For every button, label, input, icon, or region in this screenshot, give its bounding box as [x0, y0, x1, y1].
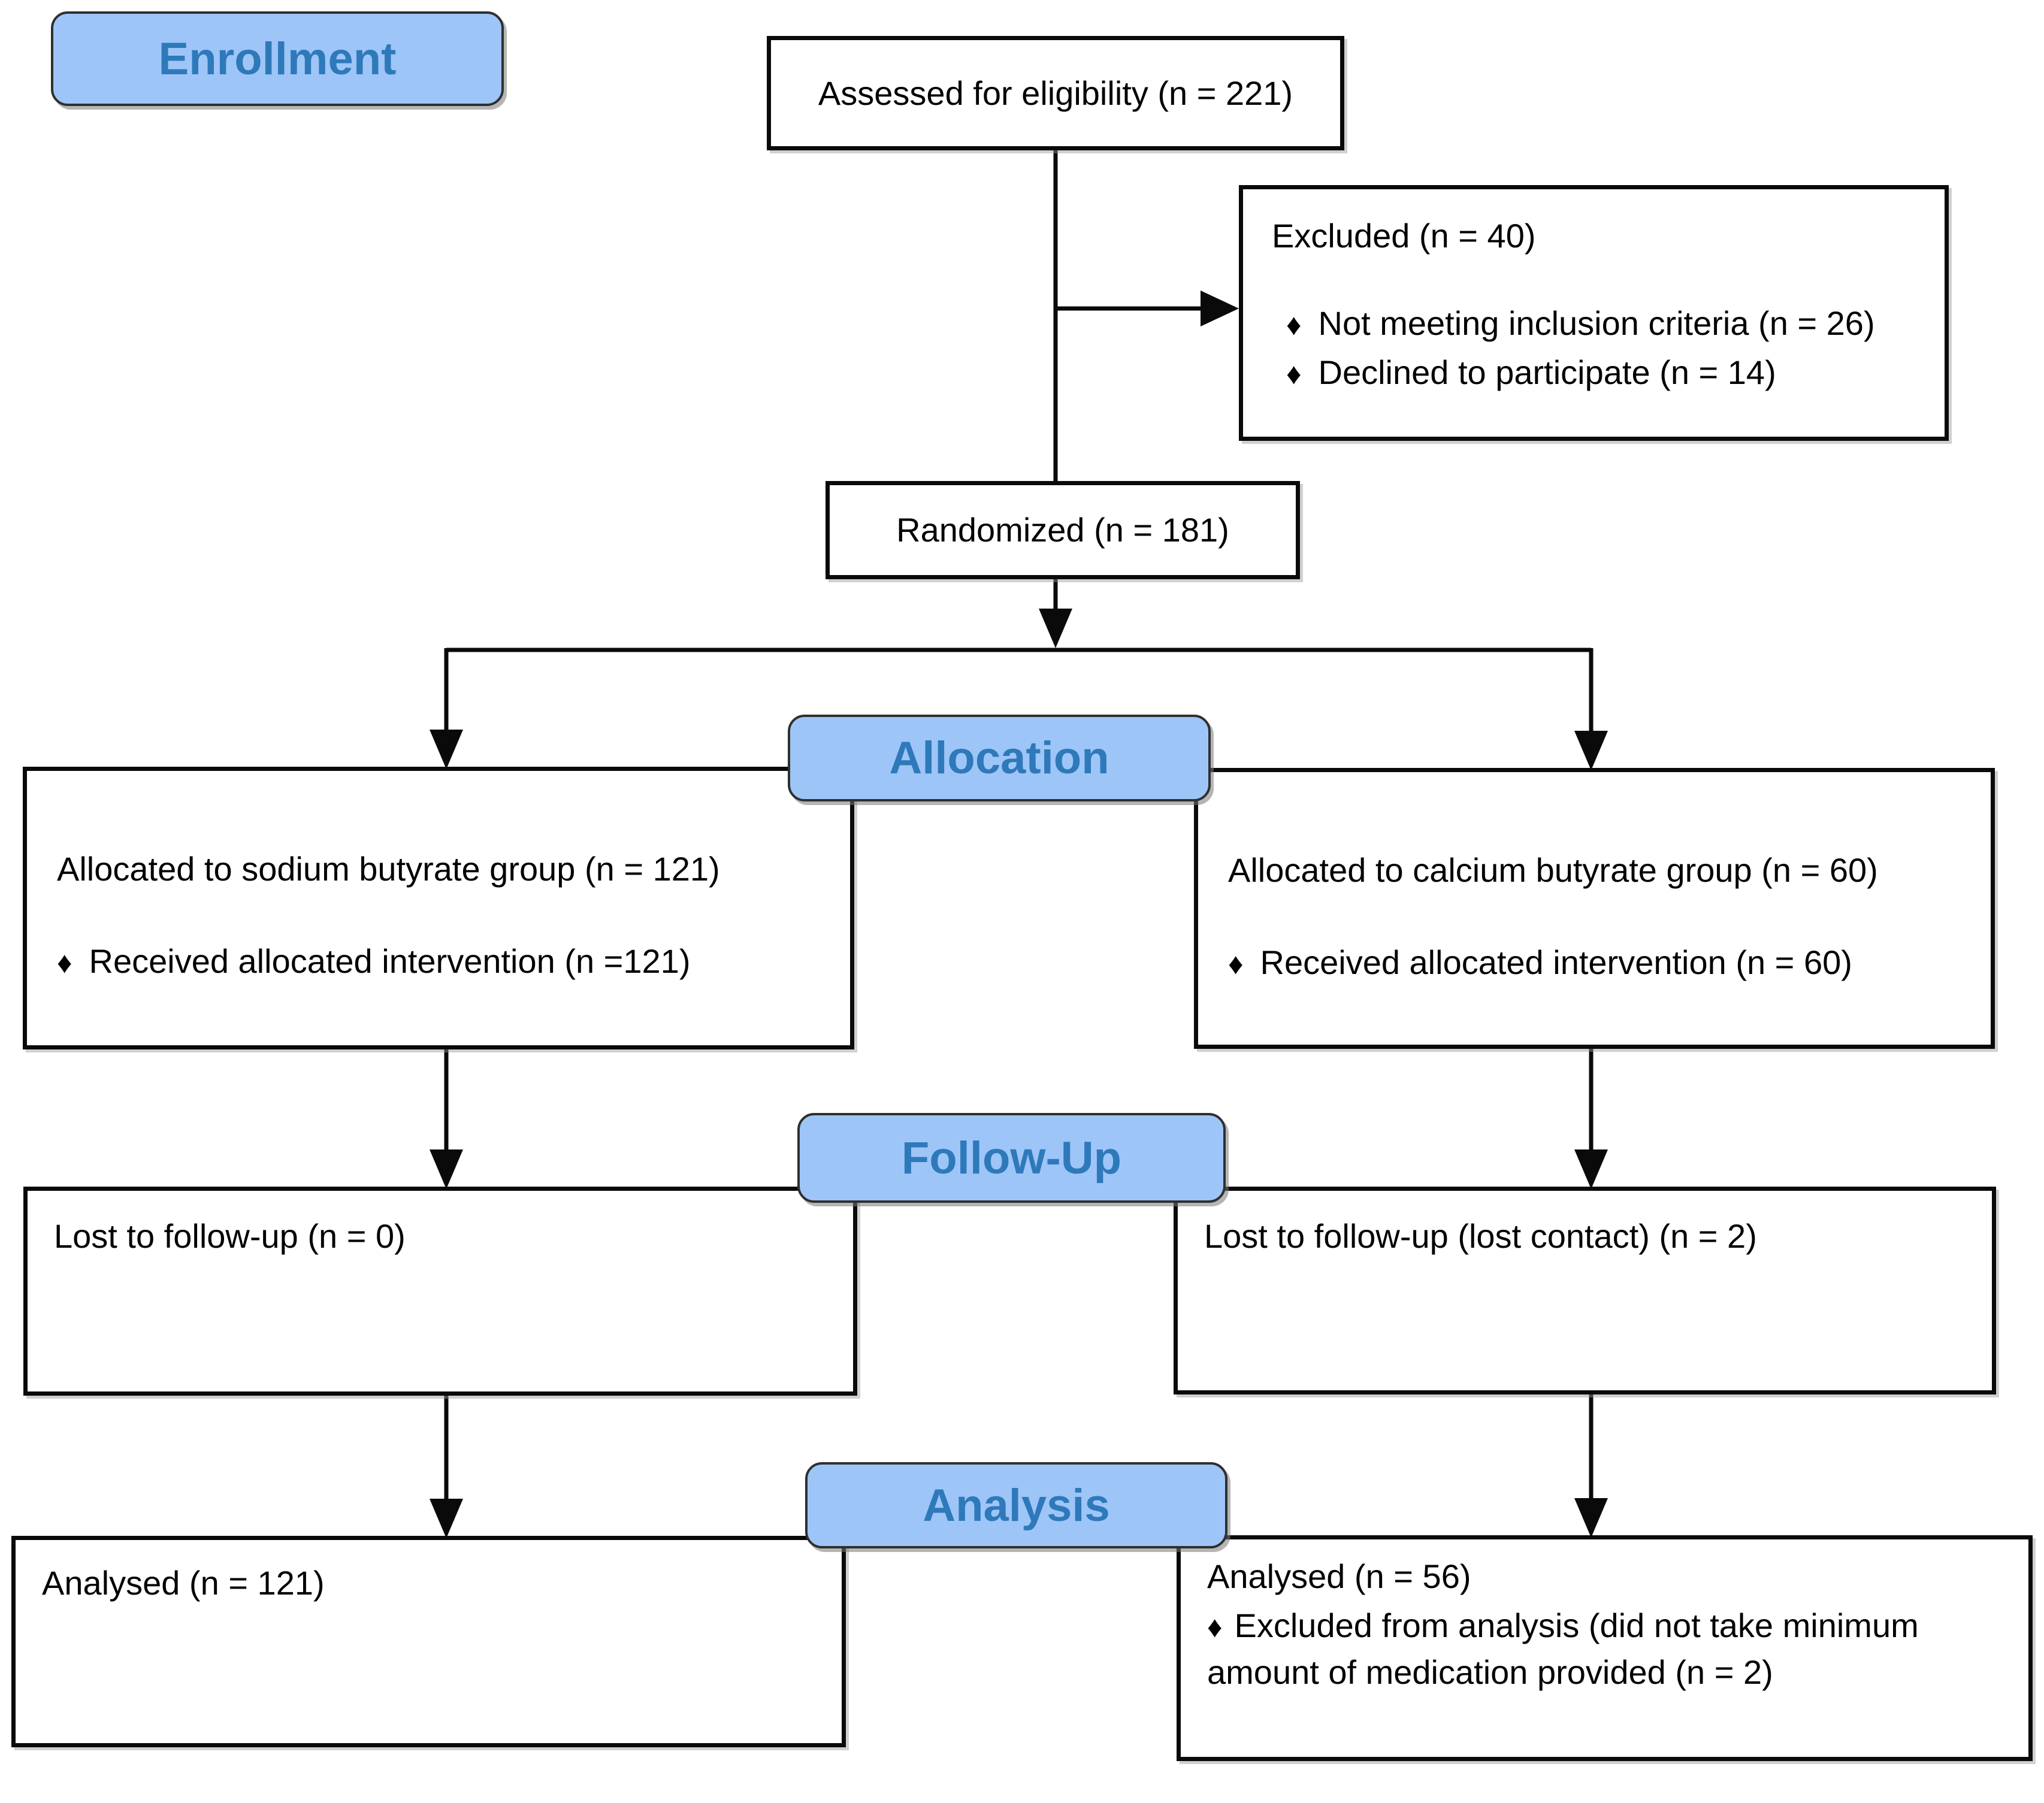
stage-allocation-label: Allocation	[889, 733, 1109, 783]
an-right-bullet-paragraph: ♦Excluded from analysis (did not take mi…	[1207, 1603, 2007, 1695]
analysed-right-box: Analysed (n = 56) ♦Excluded from analysi…	[1177, 1535, 2033, 1761]
lost-to-followup-right-box: Lost to follow-up (lost contact) (n = 2)	[1174, 1187, 1996, 1394]
arrowhead-alloc-left	[430, 730, 463, 769]
analysed-left-box: Analysed (n = 121)	[11, 1536, 846, 1747]
diamond-bullet-icon: ♦	[1286, 357, 1302, 391]
an-right-title: Analysed (n = 56)	[1207, 1557, 1471, 1595]
stage-analysis-label: Analysis	[923, 1480, 1110, 1531]
list-item: ♦ Declined to participate (n = 14)	[1286, 349, 1921, 398]
excluded-bullet-1: Not meeting inclusion criteria (n = 26)	[1318, 304, 1875, 342]
randomized-box: Randomized (n = 181)	[826, 481, 1300, 579]
diamond-bullet-icon: ♦	[1207, 1610, 1223, 1644]
allocated-sodium-butyrate-box: Allocated to sodium butyrate group (n = …	[23, 767, 854, 1049]
stage-enrollment: Enrollment	[51, 11, 504, 106]
diamond-bullet-icon: ♦	[57, 946, 72, 979]
arrowhead-fu-right	[1574, 1149, 1608, 1189]
alloc-right-title: Allocated to calcium butyrate group (n =…	[1228, 851, 1878, 889]
stage-enrollment-label: Enrollment	[158, 33, 397, 84]
stage-analysis: Analysis	[805, 1462, 1227, 1548]
assessed-text: Assessed for eligibility (n = 221)	[818, 74, 1293, 112]
excluded-title: Excluded (n = 40)	[1272, 217, 1536, 255]
alloc-left-bullet-1: Received allocated intervention (n =121)	[89, 942, 691, 980]
arrowhead-alloc-right	[1574, 731, 1608, 770]
randomized-text: Randomized (n = 181)	[896, 511, 1229, 549]
lost-to-followup-left-box: Lost to follow-up (n = 0)	[23, 1187, 857, 1396]
arrowhead-an-left	[430, 1499, 463, 1538]
stage-follow-up: Follow-Up	[797, 1113, 1226, 1203]
diamond-bullet-icon: ♦	[1228, 947, 1244, 981]
list-item: ♦ Received allocated intervention (n = 60…	[1228, 939, 1967, 988]
alloc-right-bullet-1: Received allocated intervention (n = 60)	[1260, 943, 1852, 981]
an-right-bullet-1: Excluded from analysis (did not take min…	[1207, 1607, 1919, 1691]
arrowhead-fu-left	[430, 1149, 463, 1189]
arrowhead-excluded	[1201, 291, 1239, 326]
stage-follow-up-label: Follow-Up	[901, 1132, 1122, 1184]
allocated-calcium-butyrate-box: Allocated to calcium butyrate group (n =…	[1194, 768, 1995, 1049]
an-left-title: Analysed (n = 121)	[42, 1564, 325, 1602]
alloc-left-bullet-list: ♦ Received allocated intervention (n =121…	[57, 937, 826, 987]
excluded-bullet-list: ♦ Not meeting inclusion criteria (n = 26)…	[1272, 300, 1921, 398]
alloc-left-title: Allocated to sodium butyrate group (n = …	[57, 850, 720, 888]
excluded-box: Excluded (n = 40) ♦ Not meeting inclusion…	[1239, 185, 1949, 441]
fu-left-title: Lost to follow-up (n = 0)	[54, 1217, 406, 1255]
diamond-bullet-icon: ♦	[1286, 308, 1302, 341]
arrowhead-split	[1039, 609, 1072, 648]
assessed-for-eligibility-box: Assessed for eligibility (n = 221)	[767, 36, 1344, 150]
fu-right-title: Lost to follow-up (lost contact) (n = 2)	[1204, 1217, 1757, 1255]
stage-allocation: Allocation	[788, 715, 1211, 801]
alloc-right-bullet-list: ♦ Received allocated intervention (n = 60…	[1228, 939, 1967, 988]
excluded-bullet-2: Declined to participate (n = 14)	[1318, 353, 1776, 391]
list-item: ♦ Received allocated intervention (n =121…	[57, 937, 826, 987]
list-item: ♦ Not meeting inclusion criteria (n = 26)	[1286, 300, 1921, 349]
arrowhead-an-right	[1574, 1498, 1608, 1538]
